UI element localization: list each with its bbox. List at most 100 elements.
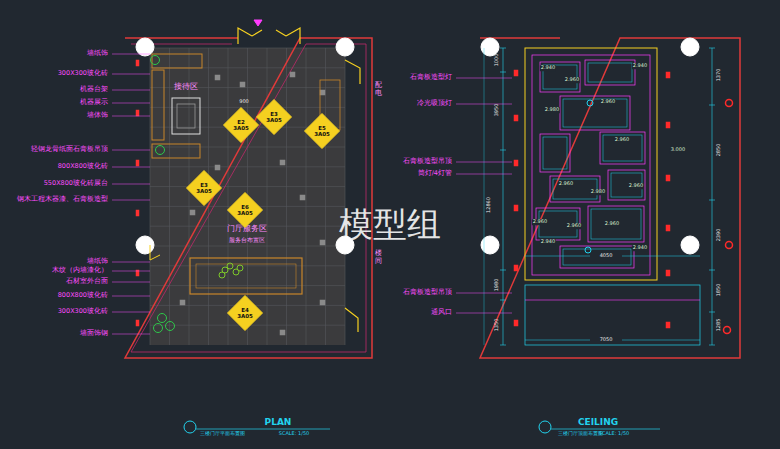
down-light (666, 322, 670, 328)
leader-line (112, 296, 150, 297)
down-light (514, 160, 518, 166)
title-underline (196, 429, 330, 430)
inner-wall (131, 44, 366, 352)
down-light (514, 115, 518, 121)
down-light (666, 270, 670, 276)
material-label: 钢木工程木器漆、石膏板造型 (17, 196, 108, 203)
ceiling-light (587, 100, 593, 106)
material-label: 300X300玻化砖 (58, 308, 108, 315)
leader-line (112, 167, 150, 168)
bulkhead-line (525, 300, 700, 301)
outer-wall (125, 38, 372, 358)
dimension-tick (709, 312, 715, 313)
ceiling-step (563, 249, 631, 265)
elevation-label: 2.960 (558, 181, 574, 187)
leader-line (112, 312, 150, 313)
elevation-index: E33A05 (186, 170, 222, 206)
dimension-tick (709, 200, 715, 201)
leader-lines (112, 54, 512, 334)
room-label: 接待区 (174, 83, 198, 91)
ceiling-label: 石膏板造型吊顶 (403, 289, 452, 296)
rug (172, 98, 200, 134)
material-label: 墙纸饰 (87, 258, 108, 265)
elevation-index: E23A05 (223, 107, 259, 143)
material-label: 800X800玻化砖 (58, 292, 108, 299)
drawing-subtitle: 三楼门厅顶面布置图 (558, 431, 603, 437)
leader-line (112, 103, 150, 104)
leader-line (456, 162, 512, 163)
leader-line (112, 334, 150, 335)
dimension-label: 1000 (494, 54, 500, 67)
sheet-number: 3A05 (233, 125, 249, 131)
sheet-number: 3A05 (237, 210, 253, 216)
title-badge (184, 421, 196, 433)
tile-grid (150, 107, 345, 108)
tile-grid (169, 48, 170, 345)
column-block (280, 330, 285, 335)
diamond-shape (187, 171, 222, 206)
ceiling-frame (525, 48, 657, 280)
drawing-title: CEILING (578, 418, 618, 428)
sofa (152, 144, 200, 158)
dimension-tick (500, 270, 506, 271)
dimension-label: 1850 (716, 284, 722, 297)
elevation-index: E43A05 (227, 295, 263, 331)
leader-line (112, 262, 150, 263)
column (136, 38, 154, 56)
leader-line (112, 74, 150, 75)
drawing-subtitle: 三楼门厅平面布置图 (200, 431, 245, 437)
dimension-tick (709, 270, 715, 271)
dimension-line (484, 48, 485, 345)
plant (154, 324, 163, 333)
column (481, 38, 499, 56)
ceiling-step (588, 63, 632, 82)
ceiling-step (560, 246, 634, 268)
leader-line (112, 116, 150, 117)
dimension-tick (709, 345, 715, 346)
ceiling-step (600, 132, 645, 164)
column (336, 38, 354, 56)
vent (726, 242, 733, 249)
column-block (180, 300, 185, 305)
sheet-number: 3A05 (196, 188, 212, 194)
elevation-label: 2.940 (632, 63, 648, 69)
ceiling-label: 石膏板造型吊顶 (403, 158, 452, 165)
column-block (215, 165, 220, 170)
ceiling-step (603, 135, 642, 161)
elevation-label: 2.960 (600, 99, 616, 105)
material-label: 石材室外台面 (66, 278, 108, 285)
dimension-line (503, 48, 504, 345)
ceiling-label: 石膏板造型灯 (410, 74, 452, 81)
column (681, 236, 699, 254)
down-light (514, 205, 518, 211)
column-block (300, 195, 305, 200)
dimension-label: 2850 (716, 144, 722, 157)
scale-label: SCALE: 1/50 (279, 431, 310, 437)
ceiling-label: 通风口 (431, 309, 452, 316)
material-label: 300X300玻化砖 (58, 70, 108, 77)
ceiling-step (591, 209, 641, 239)
down-light (666, 122, 670, 128)
dimension-tick (500, 72, 506, 73)
leader-line (112, 200, 150, 201)
tile-grid (150, 265, 345, 266)
down-light (514, 70, 518, 76)
material-label: 墙纸饰 (87, 50, 108, 57)
ceiling-step (608, 170, 645, 200)
dimension-tick (500, 150, 506, 151)
leader-line (456, 313, 512, 314)
dimension-label: 2390 (716, 229, 722, 242)
leader-line (456, 78, 512, 79)
wall-outlet (136, 320, 139, 326)
plant (227, 263, 233, 269)
tile-grid (150, 48, 151, 345)
plant (158, 314, 167, 323)
dimension-tick (500, 48, 506, 49)
diamond-shape (224, 108, 259, 143)
diamond-shape (228, 296, 263, 331)
elevation-label: 2.960 (564, 77, 580, 83)
plant (156, 146, 165, 155)
tile-grid (228, 48, 229, 345)
ceiling-label: 筒灯/4灯管 (418, 170, 452, 177)
dimension-label: 4050 (600, 253, 613, 259)
